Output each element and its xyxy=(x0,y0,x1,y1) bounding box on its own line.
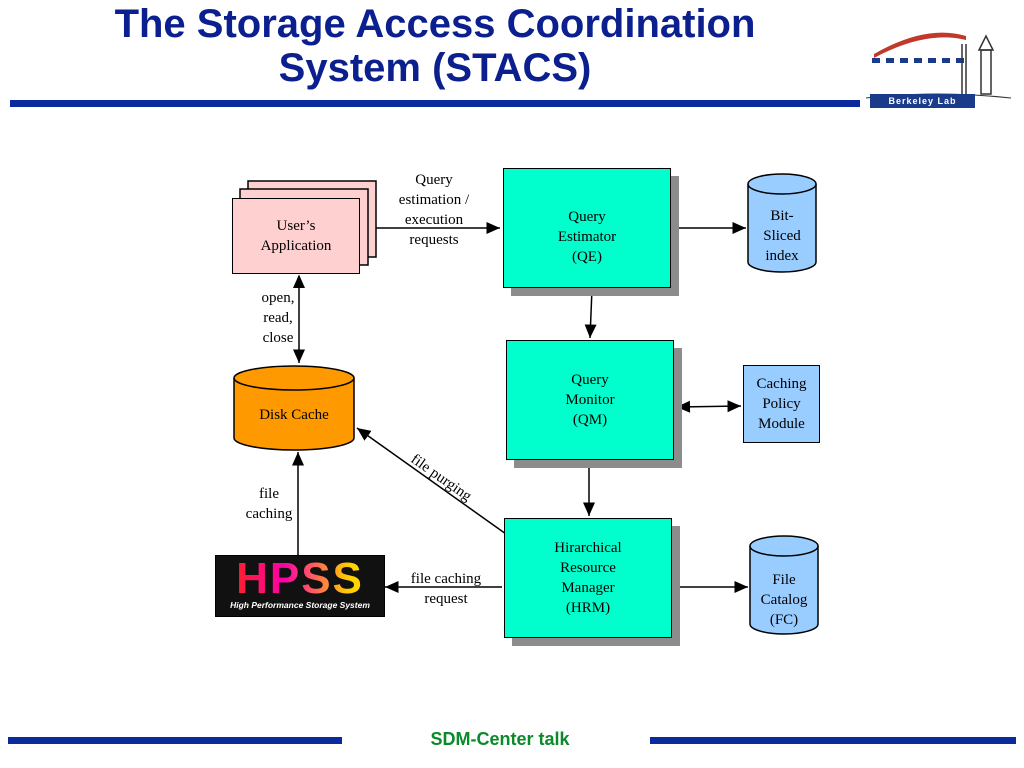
qe-line1: Query xyxy=(568,209,606,225)
footer-rule-left xyxy=(8,737,342,744)
query-requests-label: Query estimation / execution requests xyxy=(386,170,482,250)
footer-rule-right xyxy=(650,737,1016,744)
orc-line2: read, xyxy=(263,310,293,326)
users-app-line2: Application xyxy=(260,238,332,254)
arrow-qe-to-qm xyxy=(584,288,597,339)
caching-policy-module-box: Caching Policy Module xyxy=(743,365,820,443)
qe-line2: Estimator xyxy=(557,229,617,245)
file-caching-label: file caching xyxy=(240,484,298,524)
bit-sliced-index-cylinder xyxy=(747,173,817,273)
file-catalog-label: File Catalog (FC) xyxy=(750,570,818,630)
disk-cache-label: Disk Cache xyxy=(259,407,329,423)
hrm-line4: (HRM) xyxy=(565,600,611,616)
hpss-logo: HPSS High Performance Storage System xyxy=(215,555,385,617)
footer-text: SDM-Center talk xyxy=(430,729,570,749)
cpm-line1: Caching xyxy=(756,376,807,392)
cpm-line2: Policy xyxy=(762,396,801,412)
slide-title: The Storage Access Coordination System (… xyxy=(20,2,850,90)
fcache-line2: caching xyxy=(245,506,293,522)
qm-line1: Query xyxy=(571,372,609,388)
index-line3: index xyxy=(765,248,799,264)
index-line2: Sliced xyxy=(763,228,801,244)
fc-line1: File xyxy=(772,572,796,588)
file-catalog-cylinder xyxy=(749,535,819,635)
berkeley-lab-wordmark: Berkeley Lab xyxy=(870,94,975,108)
fcr-line2: request xyxy=(424,591,468,607)
header-rule xyxy=(10,100,860,107)
open-read-close-label: open, read, close xyxy=(246,288,310,348)
qr-line2: estimation / xyxy=(398,192,470,208)
users-app-line1: User’s xyxy=(276,218,316,234)
hrm-line3: Manager xyxy=(561,580,615,596)
slide-title-line1: The Storage Access Coordination xyxy=(114,2,756,46)
cpm-line3: Module xyxy=(758,416,805,432)
qe-line3: (QE) xyxy=(571,249,602,265)
users-application-box: User’s Application xyxy=(232,198,360,274)
hrm-line2: Resource xyxy=(560,560,616,576)
orc-line3: close xyxy=(262,330,294,346)
hrm-line1: Hirarchical xyxy=(554,540,622,556)
hpss-letters: HPSS xyxy=(220,556,380,602)
qr-line3: execution xyxy=(404,212,464,228)
qm-line3: (QM) xyxy=(572,412,608,428)
slide-title-line2: System (STACS) xyxy=(278,46,592,90)
file-caching-request-label: file caching request xyxy=(396,569,496,609)
arrow-qm-caching-policy xyxy=(676,400,742,413)
fcache-line1: file xyxy=(259,486,279,502)
qm-line2: Monitor xyxy=(565,392,615,408)
fcr-line1: file caching xyxy=(410,571,482,587)
hpss-subtitle: High Performance Storage System xyxy=(230,600,370,610)
fc-line3: (FC) xyxy=(769,612,799,628)
arrow-hrm-purge-disk-cache xyxy=(356,427,507,535)
hrm-box: Hirarchical Resource Manager (HRM) xyxy=(504,518,672,638)
bit-sliced-index-label: Bit- Sliced index xyxy=(748,206,816,266)
disk-cache-cylinder xyxy=(233,365,355,451)
qr-line1: Query xyxy=(415,172,453,188)
orc-line1: open, xyxy=(261,290,295,306)
query-monitor-box: Query Monitor (QM) xyxy=(506,340,674,460)
index-line1: Bit- xyxy=(770,208,794,224)
fc-line2: Catalog xyxy=(760,592,808,608)
query-estimator-box: Query Estimator (QE) xyxy=(503,168,671,288)
qr-line4: requests xyxy=(409,232,459,248)
